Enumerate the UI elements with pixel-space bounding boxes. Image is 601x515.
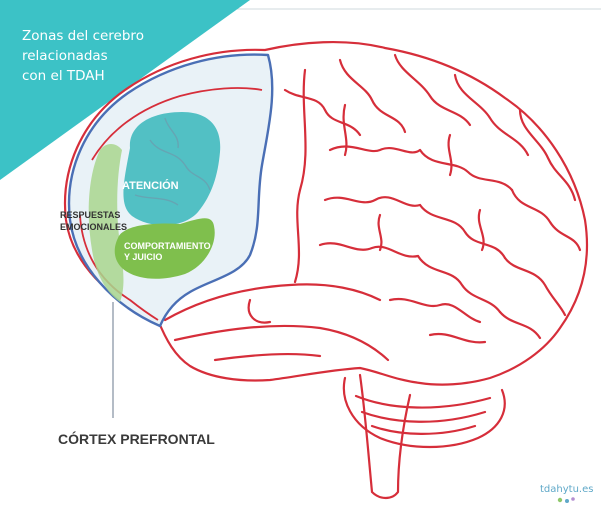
title-line-2: relacionadas [22, 48, 108, 64]
logo-dot-green [558, 498, 562, 502]
cerebellum-fold-2 [362, 412, 485, 422]
gyrus-10 [420, 205, 505, 258]
gyrus-13 [418, 256, 500, 312]
gyrus-3 [395, 55, 470, 125]
temporal-fold [249, 300, 270, 323]
gyrus-18 [449, 135, 452, 175]
sylvian-fissure [165, 284, 380, 320]
logo-dot-blue [565, 499, 569, 503]
logo-dot-purple [571, 497, 575, 501]
central-sulcus [295, 70, 306, 282]
temporal-sulcus-2 [215, 354, 320, 360]
behavior-label-line-2: Y JUICIO [124, 252, 162, 262]
logo-text: tdahytu.es [540, 484, 593, 495]
title-line-3: con el TDAH [22, 68, 105, 84]
gyrus-16 [430, 334, 485, 342]
behavior-label-line-1: COMPORTAMIENTO [124, 241, 211, 251]
site-logo: tdahytu.es [540, 484, 593, 503]
gyrus-11 [505, 258, 565, 315]
gyrus-2 [340, 60, 405, 132]
gyrus-6 [330, 146, 420, 152]
emotional-label-line-1: RESPUESTAS [60, 210, 120, 220]
gyrus-14 [500, 312, 540, 338]
cerebellum-fold-3 [372, 426, 475, 434]
cortex-label: CÓRTEX PREFRONTAL [58, 430, 215, 447]
gyrus-4 [455, 75, 528, 155]
gyrus-8 [512, 190, 580, 250]
gyrus-12 [320, 243, 418, 256]
brainstem [360, 375, 410, 498]
cerebellum-fold-1 [356, 396, 490, 408]
gyrus-9 [325, 197, 420, 206]
gyrus-20 [379, 215, 382, 250]
title-line-1: Zonas del cerebro [22, 28, 144, 44]
attention-label: ATENCIÓN [122, 179, 179, 192]
gyrus-1 [285, 90, 360, 135]
gyrus-7 [420, 150, 512, 190]
gyrus-15 [390, 299, 480, 322]
emotional-label-line-2: EMOCIONALES [60, 222, 127, 232]
